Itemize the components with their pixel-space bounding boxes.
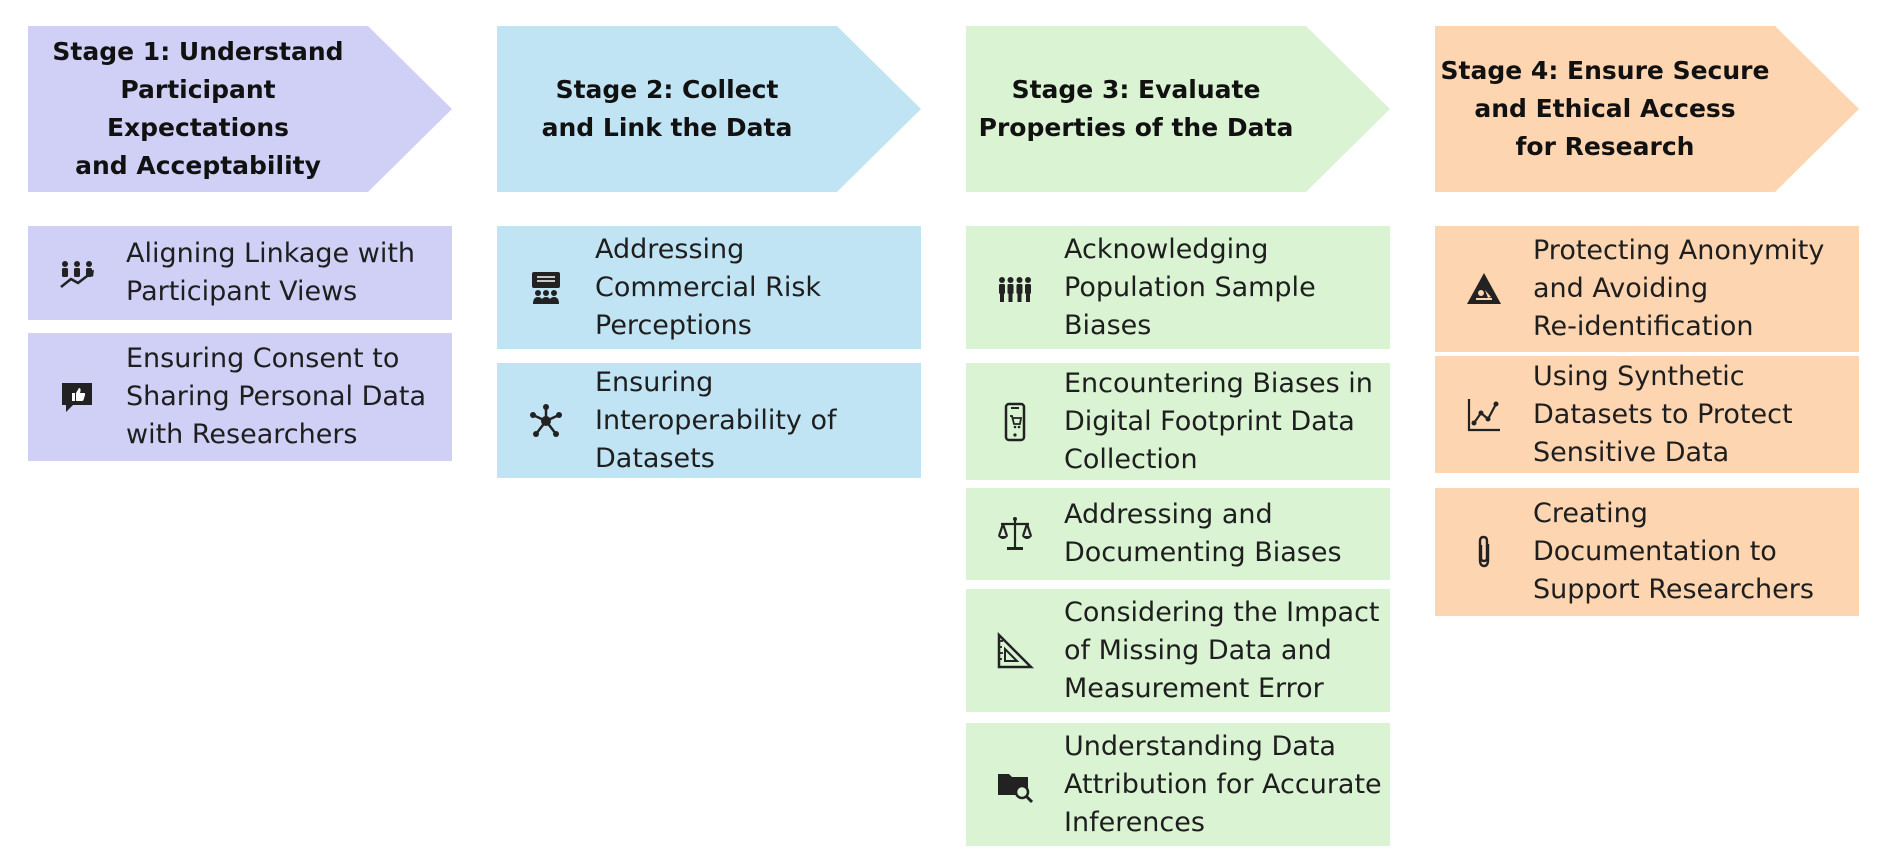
- stage-3-item-4-label: Considering the Impact of Missing Data a…: [1064, 596, 1380, 704]
- stage-2-title: Stage 2: Collect and Link the Data: [541, 75, 793, 142]
- network-hub-icon: [497, 401, 595, 441]
- stage-1-item-2: Ensuring Consent to Sharing Personal Dat…: [28, 333, 452, 461]
- stage-3-column: Stage 3: Evaluate Properties of the Data…: [966, 26, 1390, 846]
- set-square-icon: [966, 631, 1064, 671]
- presentation-audience-icon: [497, 268, 595, 308]
- stage-3-item-3-label: Addressing and Documenting Biases: [1064, 499, 1342, 568]
- stage-2-item-2-label: Ensuring Interoperability of Datasets: [595, 366, 837, 474]
- stage-2-item-1-label: Addressing Commercial Risk Perceptions: [595, 233, 822, 341]
- stage-3-item-5-label: Understanding Data Attribution for Accur…: [1064, 730, 1382, 838]
- stage-1-item-1-label: Aligning Linkage with Participant Views: [126, 238, 416, 307]
- stage-4-item-3-label: Creating Documentation to Support Resear…: [1533, 498, 1814, 605]
- stage-1-item-2-label: Ensuring Consent to Sharing Personal Dat…: [126, 343, 427, 450]
- stage-4-header: Stage 4: Ensure Secure and Ethical Acces…: [1435, 26, 1859, 192]
- stage-3-title: Stage 3: Evaluate Properties of the Data: [978, 75, 1294, 142]
- stage-4-item-2-label: Using Synthetic Datasets to Protect Sens…: [1533, 360, 1793, 468]
- scales-icon: [966, 514, 1064, 554]
- stage-1-column: Stage 1: Understand Participant Expectat…: [28, 26, 452, 461]
- mobile-shopping-icon: [966, 402, 1064, 442]
- people-group-icon: [966, 268, 1064, 308]
- stage-3-item-2: Encountering Biases in Digital Footprint…: [966, 363, 1390, 480]
- stage-4-item-1-label: Protecting Anonymity and Avoiding Re-ide…: [1533, 235, 1825, 342]
- group-trend-icon: [28, 253, 126, 293]
- folder-search-icon: [966, 765, 1064, 805]
- stage-3-item-3: Addressing and Documenting Biases: [966, 488, 1390, 580]
- stage-4-column: Stage 4: Ensure Secure and Ethical Acces…: [1435, 26, 1859, 616]
- thumbs-up-chat-icon: [28, 377, 126, 417]
- stage-4-item-2: Using Synthetic Datasets to Protect Sens…: [1435, 356, 1859, 473]
- line-chart-icon: [1435, 395, 1533, 435]
- stage-2-item-2: Ensuring Interoperability of Datasets: [497, 363, 921, 478]
- anonymous-warning-icon: [1435, 269, 1533, 309]
- stage-3-item-1: Acknowledging Population Sample Biases: [966, 226, 1390, 349]
- stage-3-header: Stage 3: Evaluate Properties of the Data: [966, 26, 1390, 192]
- stage-1-header: Stage 1: Understand Participant Expectat…: [28, 26, 452, 192]
- stage-3-item-5: Understanding Data Attribution for Accur…: [966, 723, 1390, 846]
- stage-2-header: Stage 2: Collect and Link the Data: [497, 26, 921, 192]
- stage-3-item-2-label: Encountering Biases in Digital Footprint…: [1064, 367, 1373, 475]
- stage-2-item-1: Addressing Commercial Risk Perceptions: [497, 226, 921, 349]
- stage-1-item-1: Aligning Linkage with Participant Views: [28, 226, 452, 320]
- stage-1-title: Stage 1: Understand Participant Expectat…: [52, 37, 344, 180]
- stage-4-item-1: Protecting Anonymity and Avoiding Re-ide…: [1435, 226, 1859, 352]
- paperclip-icon: [1435, 532, 1533, 572]
- stage-4-item-3: Creating Documentation to Support Resear…: [1435, 488, 1859, 616]
- stage-4-title: Stage 4: Ensure Secure and Ethical Acces…: [1440, 56, 1770, 161]
- stage-2-column: Stage 2: Collect and Link the Data Addre…: [497, 26, 921, 478]
- stage-3-item-4: Considering the Impact of Missing Data a…: [966, 589, 1390, 712]
- stage-3-item-1-label: Acknowledging Population Sample Biases: [1064, 233, 1316, 341]
